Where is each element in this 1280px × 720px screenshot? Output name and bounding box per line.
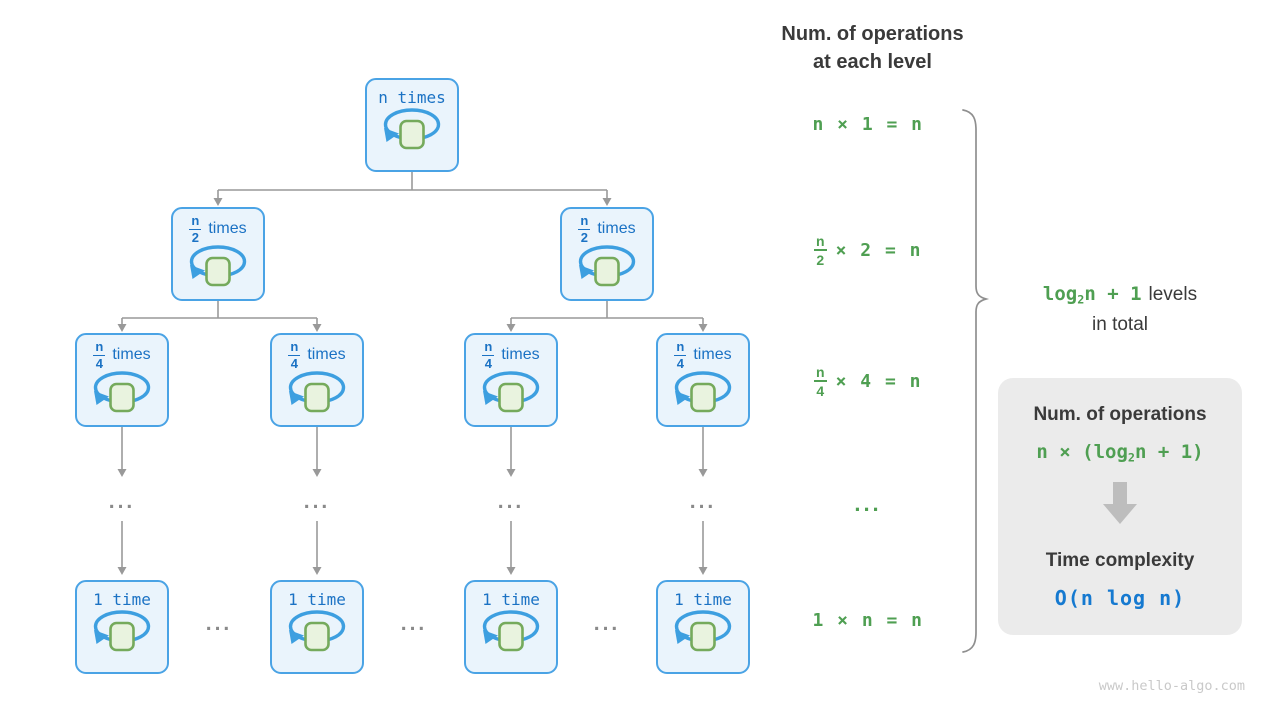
- tree-node-leaf-2: 1 time: [270, 580, 364, 674]
- tree-node-leaf-3: 1 time: [464, 580, 558, 674]
- column-ellipsis: ...: [303, 490, 331, 513]
- tree-node-leaf-1: 1 time: [75, 580, 169, 674]
- column-ellipsis: ...: [497, 490, 525, 513]
- loop-icon: [92, 610, 151, 652]
- summary-title-complexity: Time complexity: [1045, 550, 1195, 571]
- loop-icon: [287, 371, 346, 413]
- equation-leaf-level: 1 × n = n: [812, 609, 924, 631]
- row-ellipsis: ...: [400, 612, 428, 635]
- loop-icon: [673, 610, 732, 652]
- summary-title-operations: Num. of operations: [1033, 404, 1207, 425]
- node-label: 1 time: [288, 590, 346, 609]
- watermark: www.hello-algo.com: [1098, 678, 1245, 694]
- loop-icon: [287, 610, 346, 652]
- brace: [962, 109, 990, 653]
- panel-header-line1: Num. of operations: [781, 23, 964, 45]
- levels-formula: log2n + 1: [1042, 283, 1142, 307]
- loop-icon: [481, 610, 540, 652]
- node-label: 1 time: [93, 590, 151, 609]
- loop-icon: [188, 245, 247, 287]
- equation-ellipsis: ...: [854, 491, 882, 516]
- loop-icon: [92, 371, 151, 413]
- row-ellipsis: ...: [593, 612, 621, 635]
- tree-node-leaf-4: 1 time: [656, 580, 750, 674]
- loop-icon: [673, 371, 732, 413]
- tree-connectors: [117, 172, 708, 575]
- levels-note-line2: in total: [1092, 314, 1148, 336]
- column-ellipsis: ...: [108, 490, 136, 513]
- down-arrow-icon: [1103, 482, 1137, 524]
- node-label: 1 time: [674, 590, 732, 609]
- loop-icon: [481, 371, 540, 413]
- node-label: n times: [378, 88, 446, 107]
- summary-box: Num. of operations n × (log2n + 1) Time …: [998, 378, 1242, 635]
- row-ellipsis: ...: [205, 612, 233, 635]
- operations-formula: n × (log2n + 1): [1036, 441, 1204, 465]
- big-o-formula: O(n log n): [1054, 586, 1186, 610]
- panel-header: Num. of operations at each level: [760, 20, 985, 76]
- tree-node-root: n times: [365, 78, 459, 172]
- loop-icon: [577, 245, 636, 287]
- node-label: 1 time: [482, 590, 540, 609]
- column-ellipsis: ...: [689, 490, 717, 513]
- loop-icon: [382, 108, 441, 150]
- panel-header-line2: at each level: [813, 51, 932, 73]
- equation-level1: n × 1 = n: [812, 113, 924, 135]
